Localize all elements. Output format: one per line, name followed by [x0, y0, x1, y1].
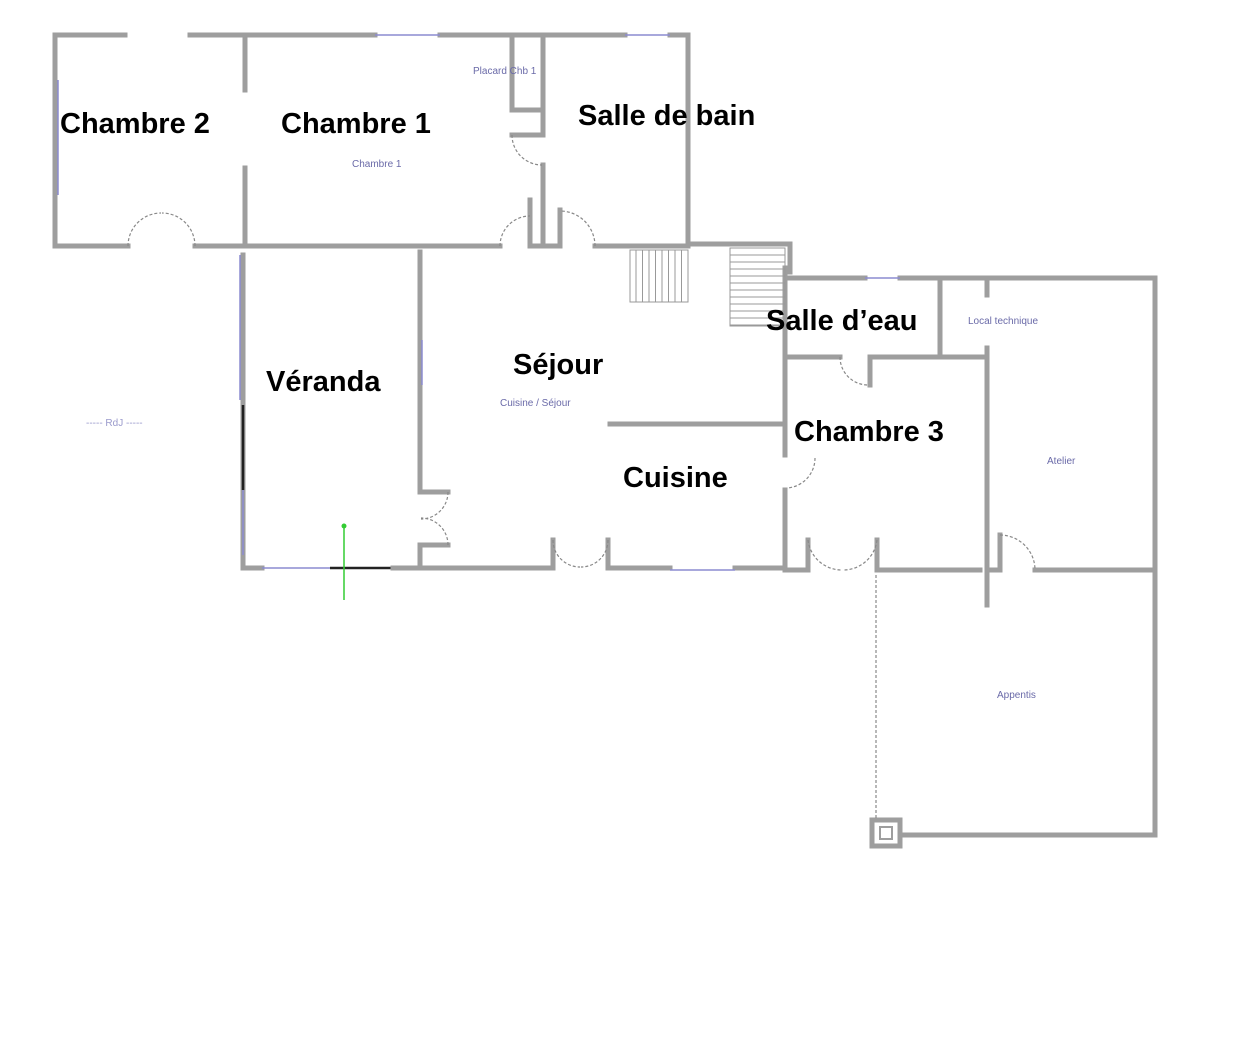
room-label-sejour: Séjour — [513, 349, 604, 381]
plan-label-appentis: Appentis — [997, 690, 1036, 701]
plan-label-chambre-1: Chambre 1 — [352, 159, 402, 170]
staircase — [629, 247, 786, 327]
room-label-veranda: Véranda — [266, 366, 381, 398]
room-label-cuisine: Cuisine — [623, 462, 728, 494]
north-arrow — [341, 523, 347, 600]
room-label-salle-deau: Salle d’eau — [766, 305, 918, 337]
plan-label-atelier: Atelier — [1047, 456, 1076, 467]
plan-label-placard: Placard Chb 1 — [473, 66, 537, 77]
room-label-chambre-1: Chambre 1 — [281, 108, 431, 140]
plan-label-local-technique: Local technique — [968, 316, 1039, 327]
room-label-salle-de-bain: Salle de bain — [578, 100, 756, 132]
windows — [57, 34, 900, 571]
plan-label-cuisine-sejour: Cuisine / Séjour — [500, 398, 571, 409]
walls — [52, 32, 1158, 849]
room-label-chambre-2: Chambre 2 — [60, 108, 210, 140]
door-swings — [127, 134, 1036, 818]
plan-label-rdj: ----- RdJ ----- — [86, 418, 143, 429]
room-label-chambre-3: Chambre 3 — [794, 416, 944, 448]
